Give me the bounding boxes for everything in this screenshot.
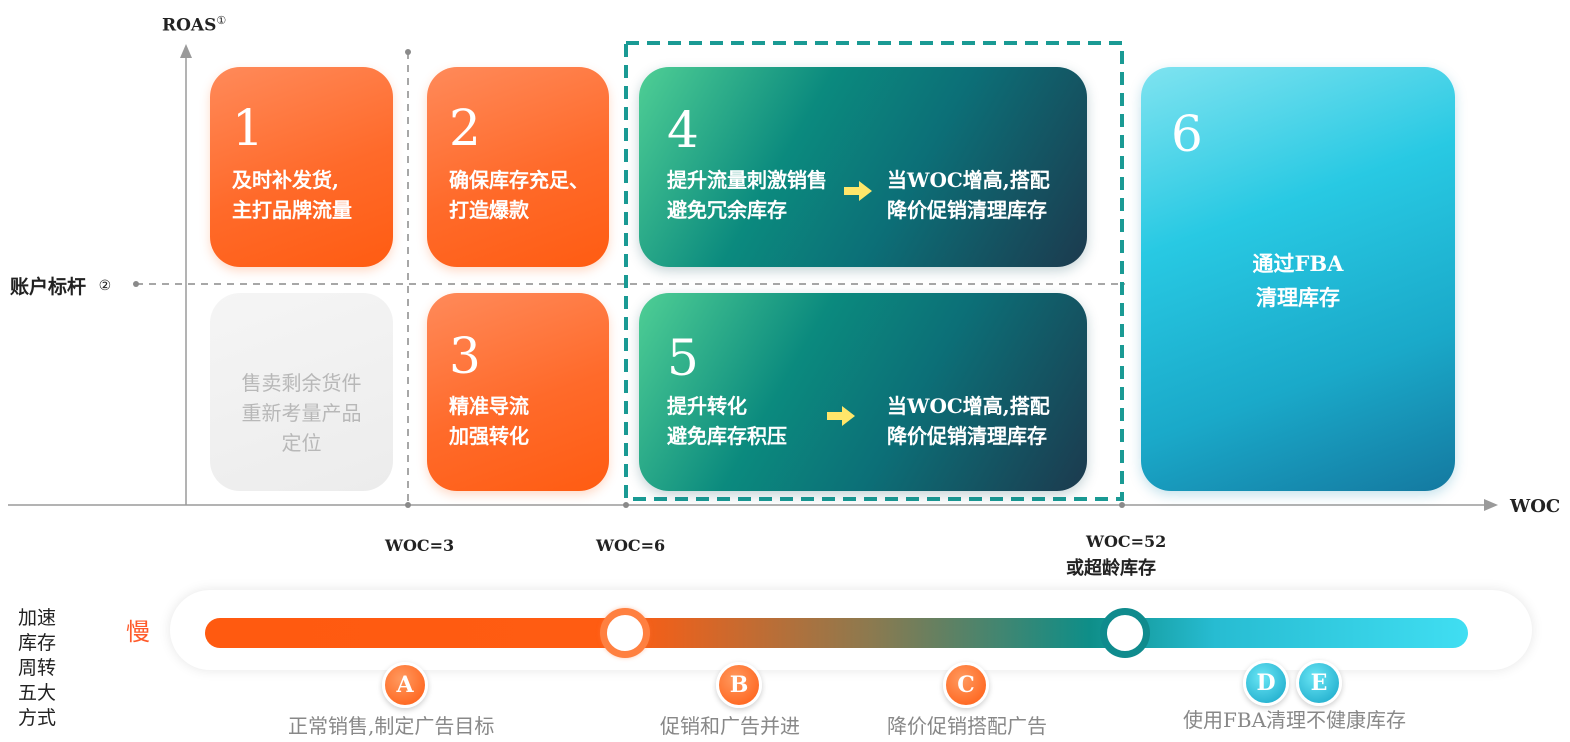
right-arrow-icon — [844, 181, 872, 201]
method-e-badge: E — [1296, 660, 1342, 706]
tile-5-left-line2: 避免库存积压 — [667, 424, 787, 448]
tile-5-right-line1: 当WOC增高,搭配 — [887, 394, 1050, 418]
speed-track-bar — [205, 618, 1468, 648]
woc6-label: WOC=6 — [596, 536, 666, 555]
method-a-label: 正常销售,制定广告目标 — [288, 714, 495, 738]
woc52-label-line2: 或超龄库存 — [1066, 558, 1156, 579]
tile-4-left-line2: 避免冗余库存 — [667, 198, 787, 222]
tile-3-line1: 精准导流 — [449, 394, 529, 418]
tile-1: 1 及时补发货, 主打品牌流量 — [210, 67, 393, 267]
woc3-label: WOC=3 — [385, 536, 455, 555]
turnover-title-line: 周转 — [18, 657, 57, 679]
tile-4-left-line1: 提升流量刺激销售 — [667, 168, 827, 192]
y-axis-footnote-mark: ① — [216, 14, 227, 27]
turnover-title-line: 库存 — [18, 632, 57, 654]
woc3-axis-dot — [405, 502, 411, 508]
woc3-top-dot — [405, 49, 411, 55]
tile-grey-line2: 重新考量产品 — [241, 401, 362, 425]
tile-2-line2: 打造爆款 — [449, 198, 529, 222]
turnover-title-line: 方式 — [18, 707, 57, 729]
method-c-label: 降价促销搭配广告 — [887, 714, 1047, 738]
tile-5-right-line2: 降价促销清理库存 — [887, 424, 1047, 448]
x-axis-label: WOC — [1510, 496, 1561, 517]
method-a-badge: A — [382, 662, 428, 708]
tile-5-number: 5 — [667, 329, 699, 387]
woc52-axis-dot — [1119, 502, 1125, 508]
tile-5: 5 提升转化 避免库存积压 当WOC增高,搭配 降价促销清理库存 — [639, 293, 1087, 491]
tile-1-number: 1 — [232, 99, 264, 157]
tile-6-line2: 清理库存 — [1256, 285, 1340, 310]
tile-2-number: 2 — [449, 99, 481, 157]
woc6-axis-dot — [623, 502, 629, 508]
tile-4-right-line2: 降价促销清理库存 — [887, 198, 1047, 222]
tile-grey-sell-remaining: 售卖剩余货件 重新考量产品 定位 — [210, 293, 393, 491]
tile-5-left-line1: 提升转化 — [667, 394, 747, 418]
tile-4-right-line1: 当WOC增高,搭配 — [887, 168, 1050, 192]
tile-grey-line1: 售卖剩余货件 — [241, 371, 362, 395]
x-axis-arrowhead — [1484, 499, 1498, 511]
tile-3-number: 3 — [449, 327, 481, 385]
benchmark-label: 账户标杆 ② — [10, 272, 111, 299]
benchmark-dot — [133, 281, 139, 287]
turnover-title: 加速 库存 周转 五大 方式 — [18, 606, 56, 731]
tile-6-number: 6 — [1171, 105, 1203, 163]
tile-1-line2: 主打品牌流量 — [232, 198, 352, 222]
turnover-title-line: 加速 — [18, 607, 57, 629]
tile-3: 3 精准导流 加强转化 — [427, 293, 609, 491]
speed-marker-woc6 — [600, 608, 650, 658]
tile-6-line1: 通过FBA — [1252, 251, 1344, 276]
y-axis-title: ROAS — [162, 15, 217, 36]
speed-marker-woc52 — [1100, 608, 1150, 658]
right-arrow-icon — [827, 406, 855, 426]
benchmark-footnote-mark: ② — [98, 278, 112, 294]
method-d-badge: D — [1243, 660, 1289, 706]
tile-grey-line3: 定位 — [281, 431, 322, 455]
tile-4-number: 4 — [667, 101, 699, 159]
slow-label: 慢 — [126, 618, 150, 646]
method-b-badge: B — [716, 662, 762, 708]
tile-2-line1: 确保库存充足、 — [449, 168, 589, 192]
y-axis-label: ROAS① — [162, 14, 226, 36]
tile-2: 2 确保库存充足、 打造爆款 — [427, 67, 609, 267]
tile-1-line1: 及时补发货, — [232, 168, 339, 192]
method-de-label: 使用FBA清理不健康库存 — [1183, 708, 1407, 732]
benchmark-title: 账户标杆 — [10, 276, 87, 298]
method-c-badge: C — [943, 662, 989, 708]
tile-6: 6 通过FBA 清理库存 — [1141, 67, 1455, 491]
tile-4: 4 提升流量刺激销售 避免冗余库存 当WOC增高,搭配 降价促销清理库存 — [639, 67, 1087, 267]
tile-3-line2: 加强转化 — [449, 424, 529, 448]
woc52-label-line1: WOC=52 — [1086, 532, 1167, 551]
method-b-label: 促销和广告并进 — [660, 714, 800, 738]
highlight-box — [624, 41, 1124, 501]
y-axis-arrowhead — [180, 44, 192, 58]
turnover-title-line: 五大 — [18, 682, 57, 704]
